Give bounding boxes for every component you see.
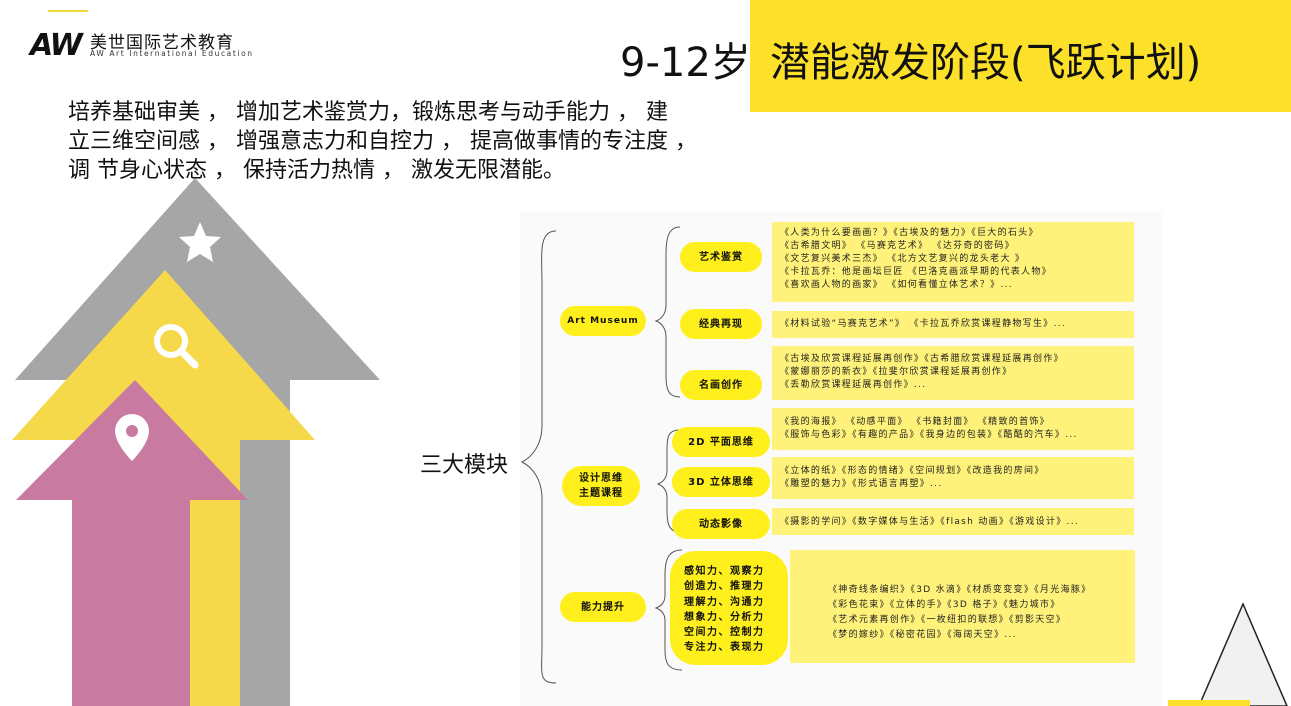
topic-3d-thinking: 3D 立体思维 [672,467,770,497]
location-pin-icon [115,414,149,461]
module-ability-improvement: 能力提升 [560,592,646,622]
topic-art-appreciation: 艺术鉴赏 [680,242,762,272]
three-modules-label: 三大模块 [420,453,509,478]
module-design-thinking: 设计思维 主题课程 [562,466,640,506]
note-line: 《蒙娜丽莎的新衣》《拉斐尔欣赏课程延展再创作》 [780,367,1013,377]
masterpiece-creation-notes: 《古埃及欣赏课程延展再创作》《古希腊欣赏课程延展再创作》 《蒙娜丽莎的新衣》《拉… [772,346,1134,400]
note-line: 《彩色花束》《立体的手》《3D 格子》《魅力城市》 [828,600,1061,610]
note-line: 《材料试验“马赛克艺术”》 《卡拉瓦乔欣赏课程静物写生》... [780,319,1067,329]
topic-motion-image: 动态影像 [672,509,770,539]
intro-line: 调 节身心状态 ， 保持活力热情 ， 激发无限潜能。 [68,158,565,183]
star-icon [179,222,221,262]
ability-notes: 《神奇线条编织》《3D 水滴》《材质变变变》《月光海豚》 《彩色花束》《立体的手… [790,550,1135,663]
motion-image-notes: 《摄影的学问》《数字媒体与生活》《flash 动画》《游戏设计》... [772,508,1134,535]
module-art-museum: Art Museum [560,306,646,336]
note-line: 《雕塑的魅力》《形式语言再塑》... [780,479,943,489]
classic-reproduction-notes: 《材料试验“马赛克艺术”》 《卡拉瓦乔欣赏课程静物写生》... [772,311,1134,338]
module-name-line: 主题课程 [579,488,623,499]
note-line: 《梦的嫁纱》《秘密花园》《海阔天空》... [828,630,1017,640]
art-appreciation-notes: 《人类为什么要画画？》《古埃及的魅力》《巨大的石头》 《古希腊文明》 《马赛克艺… [772,222,1134,302]
topic-masterpiece-creation: 名画创作 [680,370,762,400]
note-line: 《神奇线条编织》《3D 水滴》《材质变变变》《月光海豚》 [828,585,1092,595]
logo-accent-line [48,10,88,12]
note-line: 《我的海报》 《动感平面》 《书籍封面》 《精致的首饰》 [780,417,1050,427]
title-highlight-bar [750,0,1291,112]
logo-mark: AW [30,28,83,63]
module-name-line: 设计思维 [579,473,623,484]
note-line: 《文艺复兴美术三杰》 《北方文艺复兴的龙头老大 》 [780,254,1026,264]
note-line: 《古希腊文明》 《马赛克艺术》 《达芬奇的密码》 [780,241,1015,251]
note-line: 《摄影的学问》《数字媒体与生活》《flash 动画》《游戏设计》... [780,517,1080,527]
ability-line: 专注力、表现力 [684,642,765,654]
note-line: 《人类为什么要画画？》《古埃及的魅力》《巨大的石头》 [780,228,1039,238]
note-line: 《古埃及欣赏课程延展再创作》《古希腊欣赏课程延展再创作》 [780,354,1064,364]
note-line: 《立体的纸》《形态的情绪》《空间规划》《改造我的房间》 [780,466,1045,476]
ability-line: 感知力、观察力 [684,566,765,577]
design-bracket [656,429,681,533]
note-line: 《艺术元素再创作》《一枚纽扣的联想》《剪影天空》 [828,615,1067,625]
search-icon [154,324,199,369]
2d-thinking-notes: 《我的海报》 《动感平面》 《书籍封面》 《精致的首饰》 《服饰与色彩》《有趣的… [772,408,1134,450]
ability-list: 感知力、观察力 创造力、推理力 理解力、沟通力 想象力、分析力 空间力、控制力 … [670,551,788,665]
corner-yellow-bar [1168,700,1250,706]
logo-name-en: AW Art International Education [90,49,254,58]
pink-arrow [16,380,248,706]
topic-2d-thinking: 2D 平面思维 [672,427,770,457]
art-museum-bracket [654,226,681,398]
corner-triangle-decoration [1198,602,1288,706]
title-age: 9-12岁 [620,40,751,86]
title-stage: 潜能激发阶段(飞跃计划) [770,40,1202,86]
ability-line: 理解力、沟通力 [684,596,765,608]
intro-line: 立三维空间感 ， 增强意志力和自控力 ， 提高做事情的专注度 ， [68,129,697,154]
mindmap-brackets [520,226,683,684]
topic-classic-reproduction: 经典再现 [680,309,762,339]
ability-line: 想象力、分析力 [684,611,765,623]
intro-text: 培养基础审美 ， 增加艺术鉴赏力，锻炼思考与动手能力 ， 建 立三维空间感 ， … [68,98,738,185]
ability-line: 创造力、推理力 [684,581,765,593]
logo-name-cn: 美世国际艺术教育 [90,33,234,53]
intro-line: 培养基础审美 ， 增加艺术鉴赏力，锻炼思考与动手能力 ， 建 [68,100,668,125]
growth-arrows-illustration [12,178,380,706]
note-line: 《卡拉瓦乔：他是画坛巨匠 《巴洛克画派早期的代表人物》 [780,267,1052,277]
ability-line: 空间力、控制力 [684,627,765,639]
3d-thinking-notes: 《立体的纸》《形态的情绪》《空间规划》《改造我的房间》 《雕塑的魅力》《形式语言… [772,457,1134,499]
ability-bracket [654,549,683,671]
note-line: 《丢勒欣赏课程延展再创作》... [780,380,927,390]
main-bracket [520,230,557,684]
note-line: 《服饰与色彩》《有趣的产品》《我身边的包装》《酷酷的汽车》... [780,430,1078,440]
note-line: 《喜欢画人物的画家》 《如何看懂立体艺术？》... [780,280,1013,290]
